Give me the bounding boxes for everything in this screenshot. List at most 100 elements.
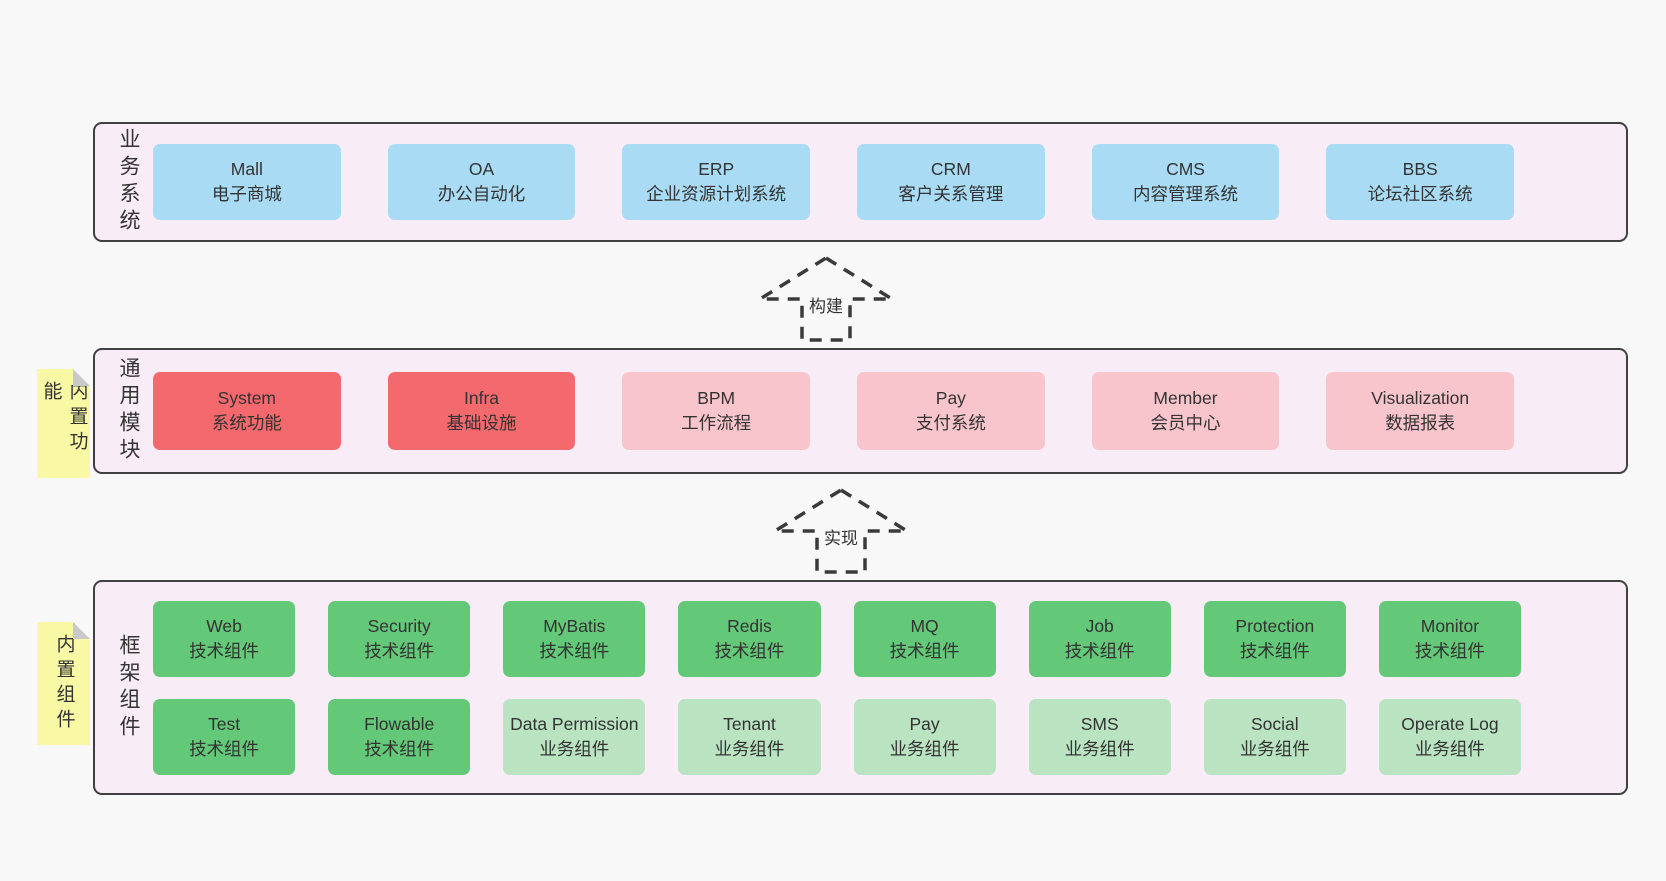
box-redis: Redis 技术组件 — [678, 600, 821, 677]
box-sms: SMS 业务组件 — [1028, 698, 1171, 775]
box-web: Web 技术组件 — [153, 600, 296, 677]
layer-label-modules: 通用模块 — [117, 357, 140, 465]
box-name: Mall — [230, 159, 263, 179]
box-name: Visualization — [1371, 388, 1470, 408]
box-name: Job — [1085, 615, 1114, 636]
box-desc: 企业资源计划系统 — [646, 184, 787, 204]
box-desc: 内容管理系统 — [1133, 184, 1239, 204]
box-oa: OA 办公自动化 — [387, 144, 576, 220]
box-desc: 办公自动化 — [437, 184, 526, 204]
box-desc: 业务组件 — [1239, 738, 1310, 759]
box-test: Test 技术组件 — [153, 698, 296, 775]
box-desc: 技术组件 — [189, 738, 260, 759]
box-monitor: Monitor 技术组件 — [1378, 600, 1521, 677]
box-desc: 技术组件 — [889, 640, 960, 661]
box-name: SMS — [1080, 713, 1119, 734]
box-desc: 技术组件 — [364, 640, 435, 661]
box-desc: 技术组件 — [1064, 640, 1135, 661]
box-system: System 系统功能 — [153, 372, 341, 450]
layer-label-business: 业务系统 — [117, 128, 140, 236]
box-name: Operate Log — [1401, 713, 1499, 734]
sticky-note-text: 内置功能 — [40, 381, 88, 456]
box-bbs: BBS 论坛社区系统 — [1326, 144, 1515, 220]
box-name: CRM — [930, 159, 971, 179]
box-desc: 客户关系管理 — [898, 184, 1004, 204]
box-name: Tenant — [723, 713, 776, 734]
box-name: Monitor — [1420, 615, 1480, 636]
box-security: Security 技术组件 — [328, 600, 471, 677]
box-desc: 业务组件 — [889, 738, 960, 759]
box-job: Job 技术组件 — [1028, 600, 1171, 677]
box-name: Pay — [935, 388, 966, 408]
box-name: MyBatis — [543, 615, 606, 636]
box-desc: 技术组件 — [539, 640, 610, 661]
box-name: Protection — [1235, 615, 1315, 636]
box-desc: 电子商城 — [211, 184, 282, 204]
layer-common-modules: 通用模块 System 系统功能 Infra 基础设施 BPM 工作流程 Pay… — [93, 348, 1628, 474]
sticky-note-text: 内置组件 — [53, 634, 75, 734]
modules-boxes-row: System 系统功能 Infra 基础设施 BPM 工作流程 Pay 支付系统… — [153, 372, 1515, 450]
box-name: Data Permission — [510, 713, 639, 734]
dashed-up-arrow-implement: 实现 — [770, 487, 912, 575]
box-data-permission: Data Permission 业务组件 — [503, 698, 646, 775]
box-desc: 系统功能 — [211, 413, 282, 433]
dashed-up-arrow-build: 构建 — [755, 255, 897, 343]
box-name: MQ — [910, 615, 939, 636]
box-desc: 业务组件 — [1414, 738, 1485, 759]
box-mq: MQ 技术组件 — [853, 600, 996, 677]
box-name: BPM — [697, 388, 736, 408]
box-desc: 技术组件 — [1239, 640, 1310, 661]
arrow-label-implement: 实现 — [820, 523, 862, 550]
box-tenant: Tenant 业务组件 — [678, 698, 821, 775]
box-infra: Infra 基础设施 — [387, 372, 576, 450]
box-desc: 业务组件 — [539, 738, 610, 759]
box-protection: Protection 技术组件 — [1203, 600, 1346, 677]
box-crm: CRM 客户关系管理 — [857, 144, 1045, 220]
box-name: Infra — [463, 388, 500, 408]
box-name: OA — [468, 159, 495, 179]
box-desc: 技术组件 — [1414, 640, 1485, 661]
box-social: Social 业务组件 — [1203, 698, 1346, 775]
box-desc: 数据报表 — [1385, 413, 1456, 433]
box-desc: 技术组件 — [364, 738, 435, 759]
box-pay-module: Pay 支付系统 — [857, 372, 1045, 450]
up-arrow-icon — [770, 487, 912, 574]
box-name: Flowable — [364, 713, 435, 734]
box-desc: 技术组件 — [189, 640, 260, 661]
box-desc: 业务组件 — [714, 738, 785, 759]
box-operate-log: Operate Log 业务组件 — [1378, 698, 1521, 775]
sticky-note-builtin-components: 内置组件 — [37, 622, 90, 745]
box-mybatis: MyBatis 技术组件 — [503, 600, 646, 677]
box-desc: 论坛社区系统 — [1367, 184, 1473, 204]
box-desc: 基础设施 — [446, 413, 517, 433]
box-name: Member — [1153, 388, 1218, 408]
box-name: CMS — [1166, 159, 1205, 179]
layer-label-components: 框架组件 — [117, 633, 140, 742]
box-name: ERP — [698, 159, 735, 179]
sticky-note-builtin-features: 内置功能 — [37, 369, 90, 478]
layer-business-systems: 业务系统 Mall 电子商城 OA 办公自动化 ERP 企业资源计划系统 CRM… — [93, 122, 1628, 242]
arrow-label-build: 构建 — [805, 291, 847, 318]
box-name: Security — [367, 615, 431, 636]
box-mall: Mall 电子商城 — [153, 144, 341, 220]
box-member: Member 会员中心 — [1091, 372, 1280, 450]
box-bpm: BPM 工作流程 — [622, 372, 811, 450]
box-name: Test — [208, 713, 241, 734]
box-name: Web — [206, 615, 242, 636]
box-name: System — [217, 388, 277, 408]
box-desc: 业务组件 — [1064, 738, 1135, 759]
business-boxes-row: Mall 电子商城 OA 办公自动化 ERP 企业资源计划系统 CRM 客户关系… — [153, 144, 1515, 220]
box-flowable: Flowable 技术组件 — [328, 698, 471, 775]
box-pay-component: Pay 业务组件 — [853, 698, 996, 775]
box-name: Redis — [727, 615, 772, 636]
box-cms: CMS 内容管理系统 — [1091, 144, 1280, 220]
box-desc: 工作流程 — [681, 413, 752, 433]
layer-framework-components: 框架组件 Web 技术组件 Security 技术组件 MyBatis 技术组件… — [93, 580, 1628, 795]
box-desc: 技术组件 — [714, 640, 785, 661]
box-desc: 会员中心 — [1150, 413, 1221, 433]
components-grid: Web 技术组件 Security 技术组件 MyBatis 技术组件 Redi… — [153, 600, 1521, 775]
box-visualization: Visualization 数据报表 — [1326, 372, 1515, 450]
up-arrow-icon — [755, 255, 897, 342]
box-name: BBS — [1402, 159, 1438, 179]
